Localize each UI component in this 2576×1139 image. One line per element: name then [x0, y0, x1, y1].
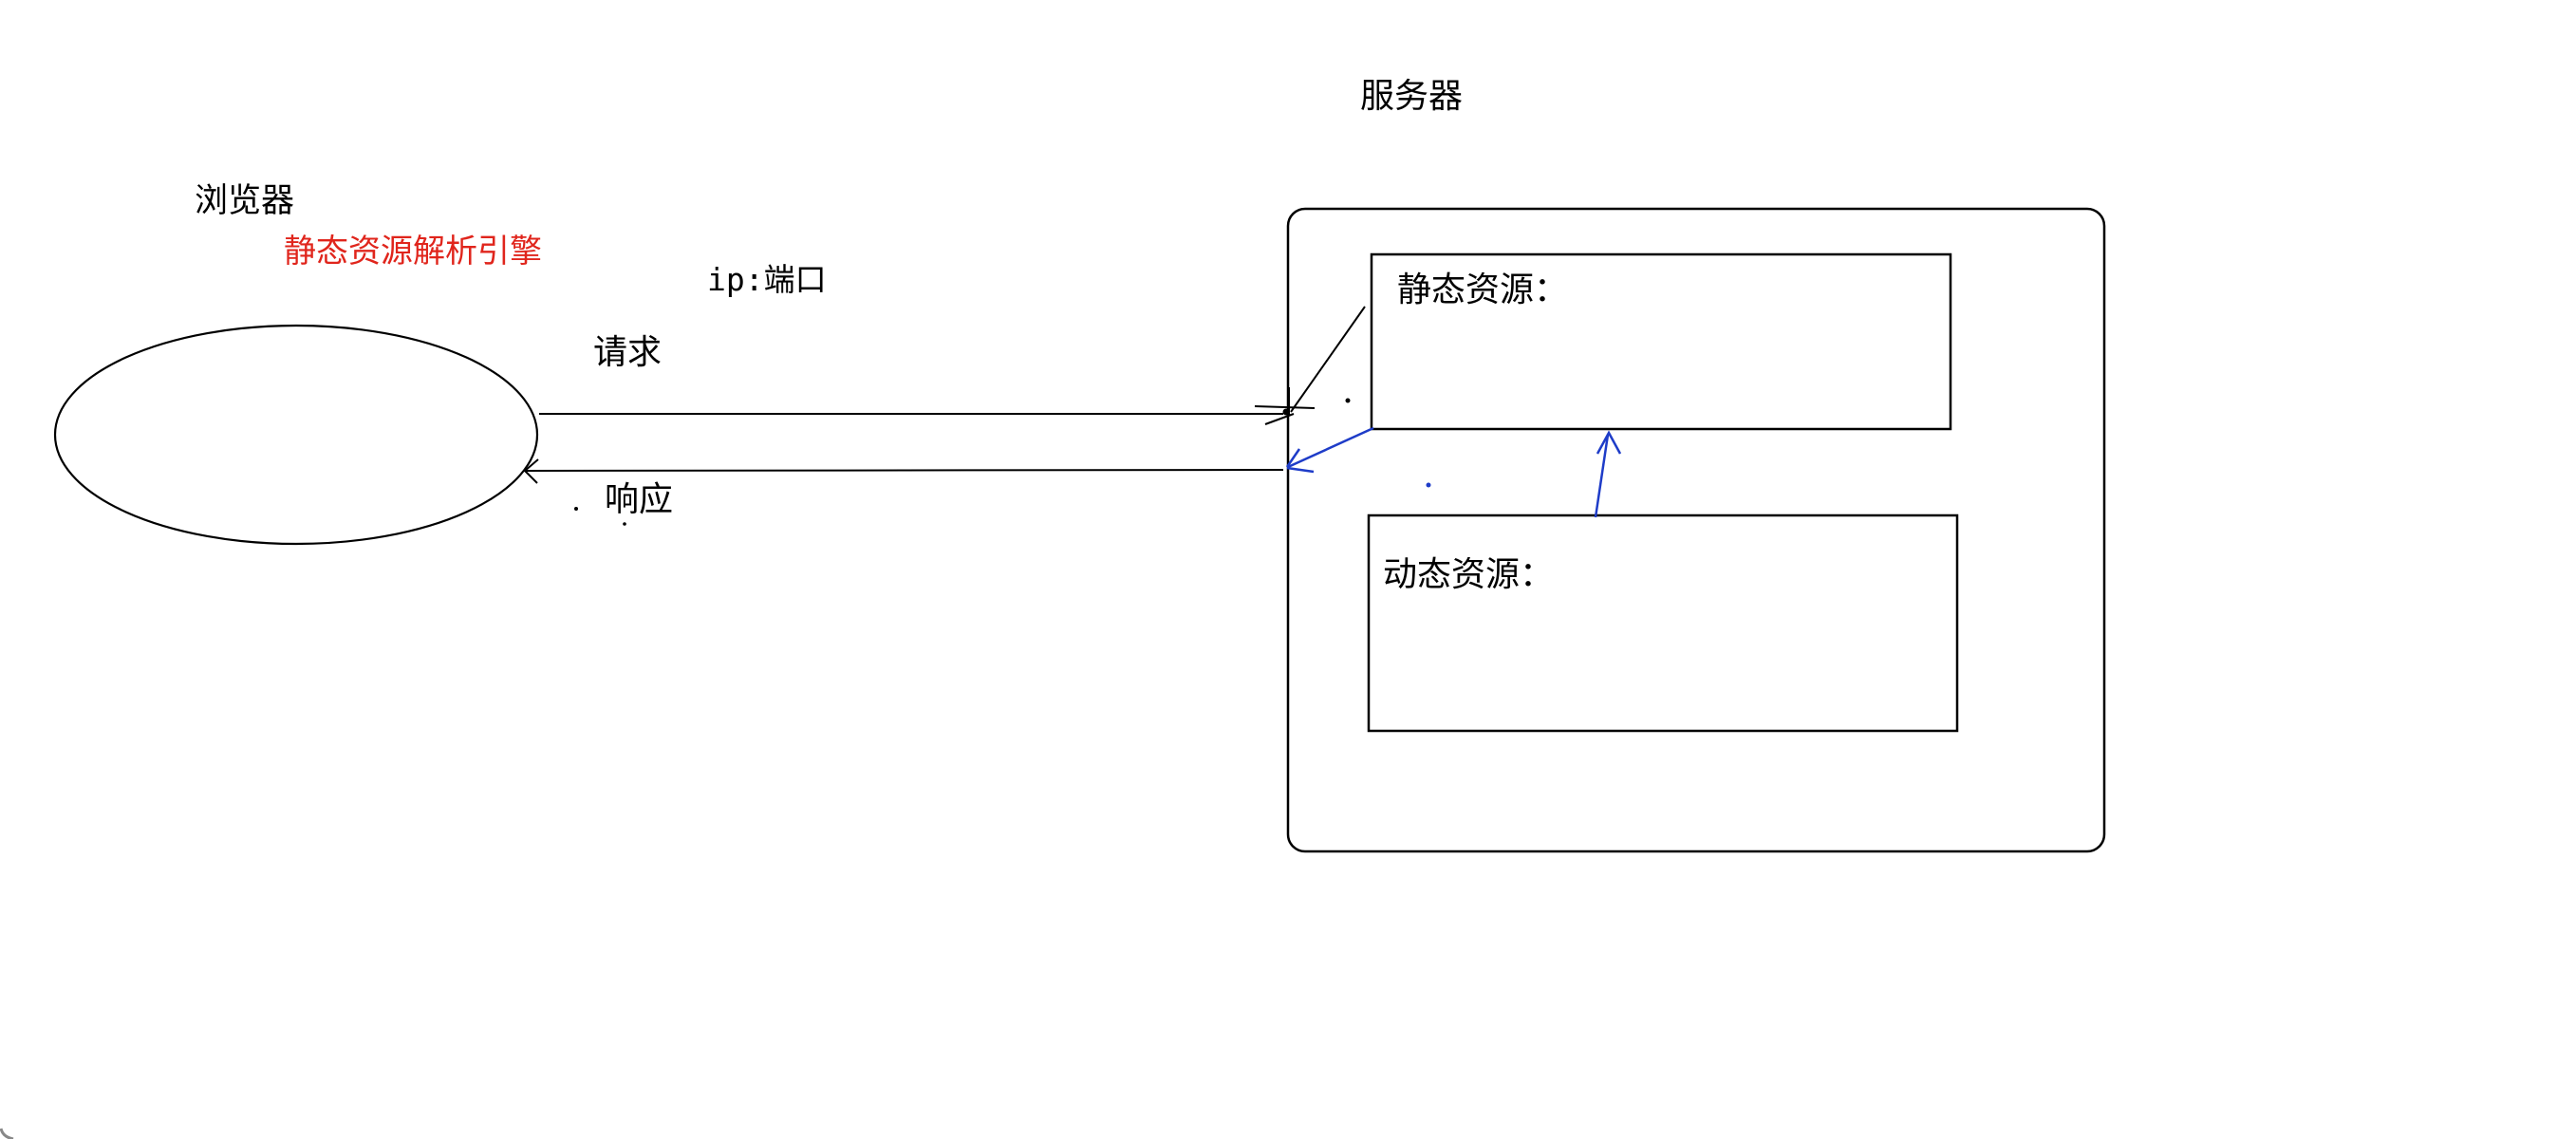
static-resource-label: 静态资源：: [1397, 270, 1569, 308]
response-line: [524, 469, 1284, 472]
response-arrowhead: [523, 458, 539, 484]
stray-dots: [574, 398, 1431, 526]
dynamic-resource-box: [1367, 513, 1959, 733]
corner-artifact: [0, 1128, 14, 1139]
server-box: [1286, 207, 2106, 853]
request-label: 请求: [593, 332, 663, 371]
browser-label: 浏览器: [195, 182, 295, 219]
static-to-response-blue-arrow: [1285, 426, 1374, 474]
static-resource-box: [1370, 252, 1952, 431]
ip-port-label: ip:端口: [707, 261, 827, 298]
server-title: 服务器: [1360, 76, 1464, 115]
request-arrowhead: [1254, 387, 1316, 425]
dynamic-to-static-blue-arrow: [1594, 430, 1622, 518]
response-label: 响应: [605, 479, 674, 518]
request-to-static-line: [1290, 306, 1366, 413]
static-engine-annotation: 静态资源解析引擎: [284, 233, 542, 270]
browser-ellipse: [53, 324, 539, 546]
dynamic-resource-label: 动态资源：: [1383, 554, 1555, 593]
